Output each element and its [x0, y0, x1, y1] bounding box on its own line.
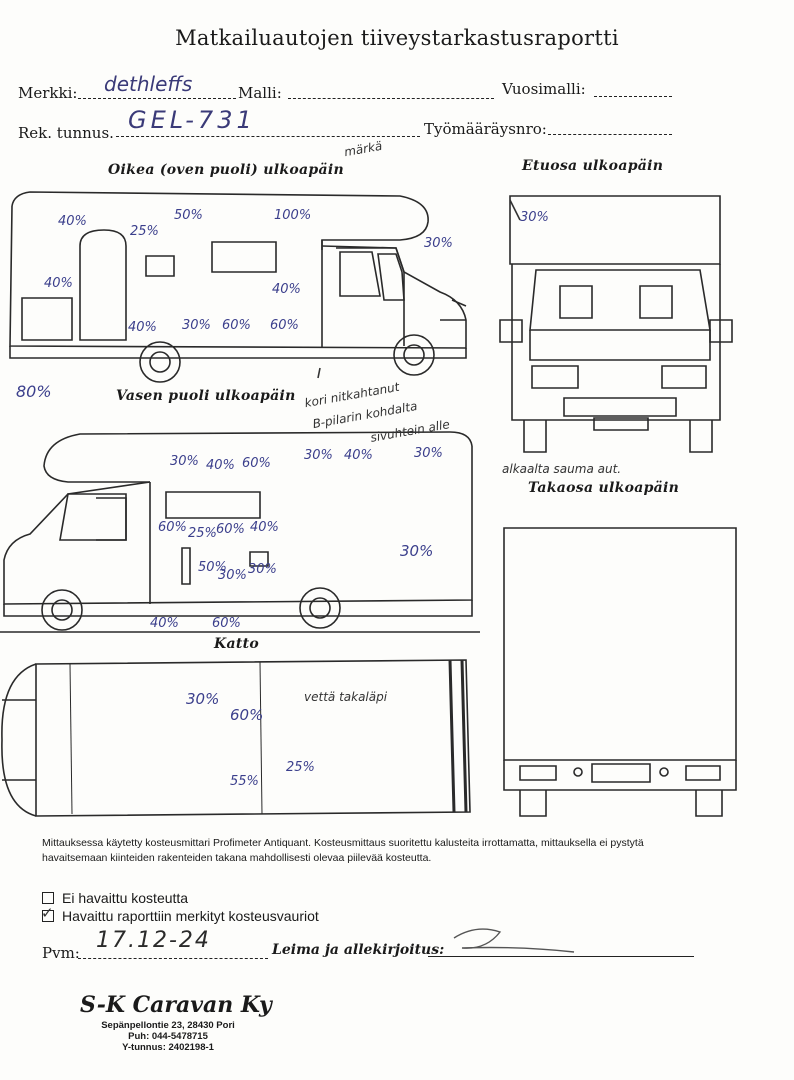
check-label-moisture-found: Havaittu raporttiin merkityt kosteusvaur…	[62, 908, 319, 924]
check-label-no-moisture: Ei havaittu kosteutta	[62, 890, 189, 906]
checkbox-moisture-found[interactable]: ✓	[41, 905, 54, 922]
malli-field[interactable]	[288, 80, 494, 99]
reading-right-8: 40%	[128, 320, 157, 335]
reading-roof-2: 60%	[230, 706, 264, 724]
reading-left-3: 60%	[242, 456, 271, 471]
reading-roof-3: 55%	[230, 774, 259, 789]
signature-scribble	[453, 928, 575, 953]
company-logo: S-K Caravan Ky	[80, 992, 272, 1018]
company-phone: Puh: 044-5478715	[128, 1031, 208, 1042]
left-side-drawing	[0, 431, 480, 633]
label-front: Etuosa ulkoapäin	[522, 158, 664, 174]
reading-right-2: 25%	[130, 224, 159, 239]
reading-left-1: 30%	[170, 454, 199, 469]
rear-drawing	[503, 527, 737, 817]
merkki-value: dethleffs	[104, 72, 193, 96]
reading-right-12: 80%	[16, 382, 52, 401]
reading-left-9: 60%	[216, 522, 245, 537]
malli-label: Malli:	[238, 84, 282, 102]
checkmark-icon: ✓	[41, 905, 54, 922]
measurement-disclaimer: Mittauksessa käytetty kosteusmittari Pro…	[42, 837, 644, 864]
roof-drawing	[1, 659, 471, 817]
reading-front-1: 30%	[520, 210, 549, 225]
reading-left-8: 25%	[188, 526, 217, 541]
reading-left-6: 30%	[414, 446, 443, 461]
reading-left-10: 40%	[250, 520, 279, 535]
rek-label: Rek. tunnus.	[18, 124, 114, 142]
label-roof: Katto	[214, 636, 260, 652]
rek-field[interactable]: GEL-731	[116, 106, 420, 137]
note-roof: vettä takaläpi	[304, 690, 388, 704]
check-row-no-moisture[interactable]: Ei havaittu kosteutta	[42, 890, 188, 906]
front-drawing	[499, 195, 733, 453]
reading-left-7: 60%	[158, 520, 187, 535]
reading-right-1: 40%	[58, 214, 87, 229]
signature-line[interactable]	[428, 956, 694, 957]
reading-left-16: 60%	[212, 616, 241, 631]
pvm-field[interactable]: 17.12-24	[78, 928, 268, 959]
right-side-drawing	[9, 191, 467, 383]
reading-left-14: 30%	[400, 542, 434, 560]
note-front-bottom: alkaalta sauma aut.	[502, 462, 622, 476]
reading-roof-4: 25%	[286, 760, 315, 775]
rek-value: GEL-731	[128, 106, 256, 134]
vuosimalli-label: Vuosimalli:	[502, 80, 586, 98]
reading-roof-1: 30%	[186, 690, 220, 708]
reading-left-12: 30%	[218, 568, 247, 583]
reading-right-5: 30%	[424, 236, 453, 251]
pvm-value: 17.12-24	[96, 928, 211, 953]
label-left-side: Vasen puoli ulkoapäin	[116, 388, 296, 404]
reading-right-4: 100%	[274, 208, 312, 223]
label-rear: Takaosa ulkoapäin	[528, 480, 680, 496]
tyomaarays-field[interactable]	[548, 116, 672, 135]
reading-left-5: 40%	[344, 448, 373, 463]
reading-left-11: 50%	[198, 560, 227, 575]
merkki-label: Merkki:	[18, 84, 78, 102]
check-row-moisture-found[interactable]: ✓ Havaittu raporttiin merkityt kosteusva…	[41, 905, 319, 924]
label-right-side: Oikea (oven puoli) ulkoapäin	[108, 162, 344, 178]
reading-right-9: 30%	[182, 318, 211, 333]
reading-left-2: 40%	[206, 458, 235, 473]
reading-right-10: 60%	[222, 318, 251, 333]
pvm-label: Pvm:	[42, 944, 80, 962]
report-title: Matkailuautojen tiiveystarkastusraportti	[175, 26, 619, 50]
tyomaarays-label: Työmääräysnro:	[424, 120, 547, 138]
company-address: Sepänpellontie 23, 28430 Pori	[101, 1020, 235, 1031]
company-address-block: Sepänpellontie 23, 28430 Pori Puh: 044-5…	[78, 1020, 258, 1053]
company-ytunnus: Y-tunnus: 2402198-1	[122, 1042, 214, 1053]
vuosimalli-field[interactable]	[594, 78, 672, 97]
reading-right-6: 40%	[44, 276, 73, 291]
reading-left-4: 30%	[304, 448, 333, 463]
reading-left-15: 40%	[150, 616, 179, 631]
checkbox-no-moisture[interactable]	[42, 892, 54, 904]
reading-right-7: 40%	[272, 282, 301, 297]
reading-right-3: 50%	[174, 208, 203, 223]
merkki-field[interactable]: dethleffs	[78, 72, 236, 99]
leima-label: Leima ja allekirjoitus:	[272, 942, 445, 958]
reading-right-11: 60%	[270, 318, 299, 333]
reading-left-13: 30%	[248, 562, 277, 577]
